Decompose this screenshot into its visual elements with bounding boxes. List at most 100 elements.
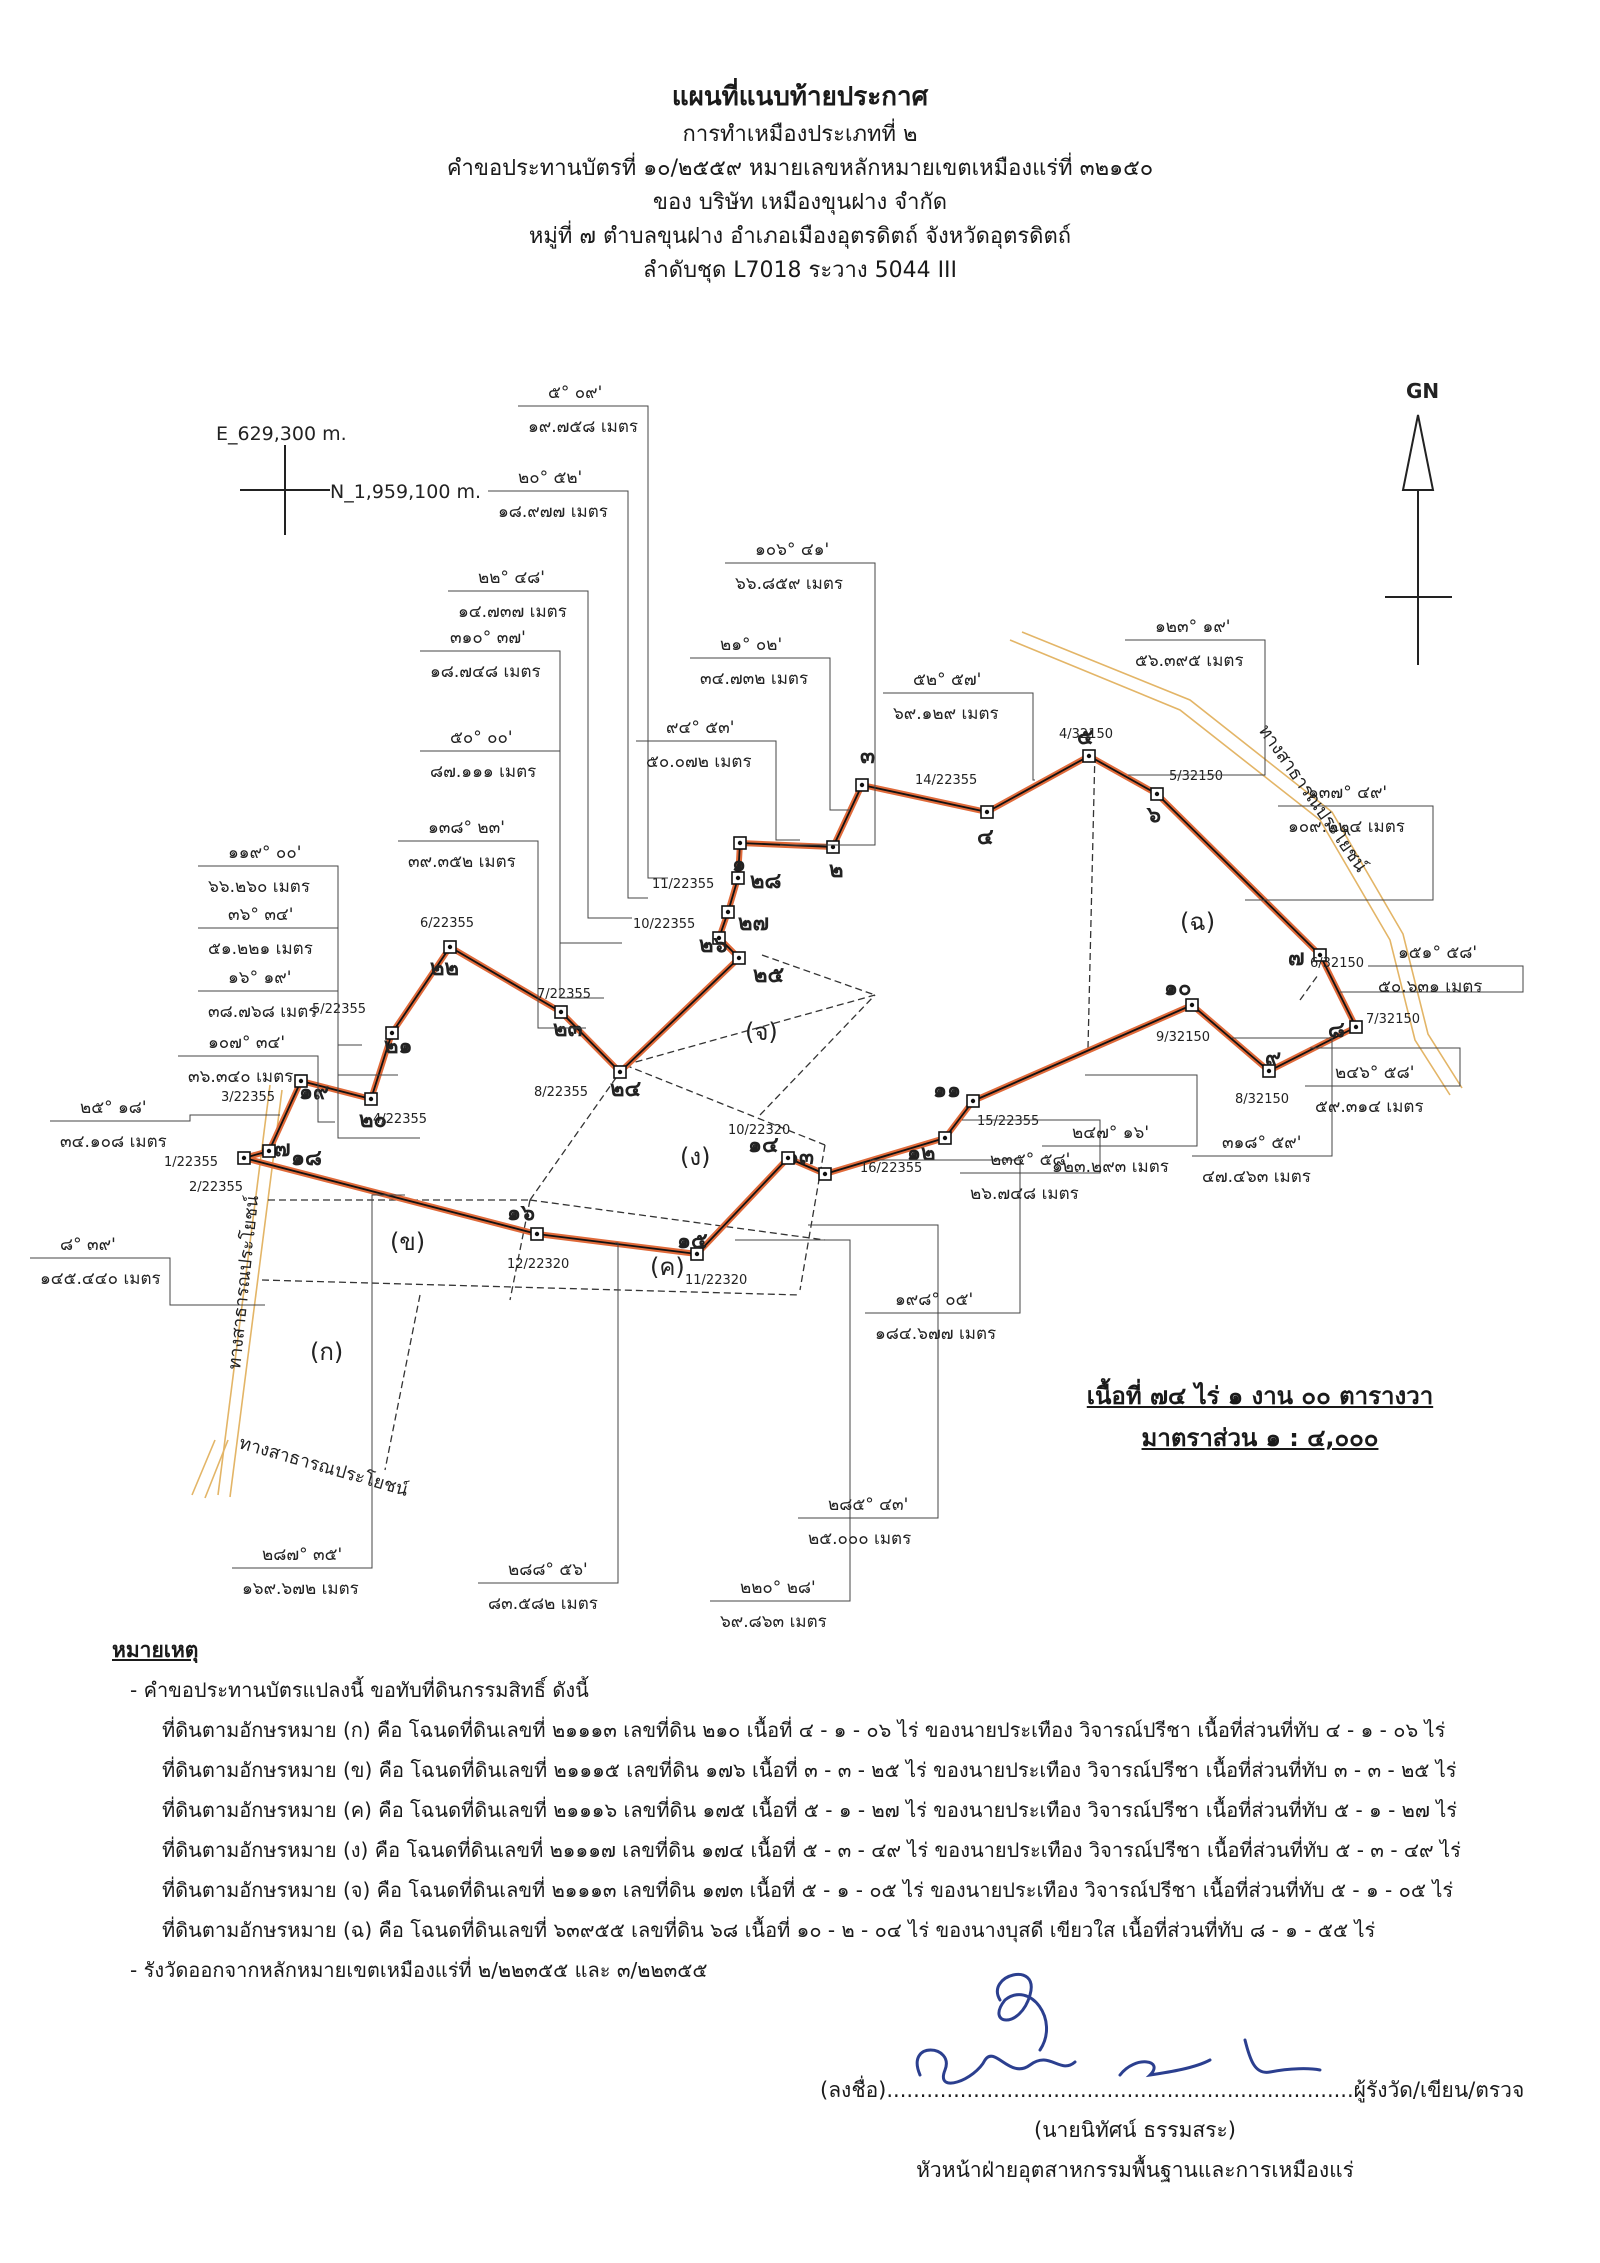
bearing-distance: ๘๓.๕๘๒ เมตร [488,1594,598,1614]
survey-marker: ๒๔8/22355 [534,1065,642,1102]
bearing-leader [798,1224,939,1519]
bearing-angle: ๒๔๗° ๑๖' [1072,1123,1149,1143]
marker-number: ๒๖ [699,933,728,958]
bearing-distance: ๘๗.๑๑๑ เมตร [430,762,536,782]
marker-number: ๑๘ [291,1146,322,1171]
marker-code: 11/22355 [652,877,714,892]
map-sheet-line: ลำดับชุด L7018 ระวาง 5044 III [642,258,958,283]
bearing-label: ๕๒° ๕๗'๖๙.๑๒๙ เมตร [893,670,999,724]
signature-block: (ลงชื่อ)................................… [820,2070,1524,2190]
marker-code: 8/22355 [534,1085,588,1100]
note-row-kho: ที่ดินตามอักษรหมาย (ข) คือ โฉนดที่ดินเลข… [162,1758,1457,1782]
bearing-distance: ๑๐๙.๒๒๔ เมตร [1288,817,1405,837]
map-scale: มาตราส่วน ๑ : ๔,๐๐๐ [1141,1424,1379,1452]
bearing-angle: ๙๔° ๕๓' [666,718,734,738]
marker-number: ๒๒ [430,956,459,981]
bearing-angle: ๒๒° ๔๘' [478,568,545,588]
bearing-label: ๒๒๐° ๒๘'๖๙.๘๖๓ เมตร [720,1578,827,1632]
marker-code: 4/32150 [1059,727,1113,742]
north-label: GN [1406,379,1439,403]
marker-number: ๑๕ [677,1229,708,1254]
bearing-distance: ๑๖๙.๖๗๒ เมตร [242,1579,359,1599]
note-row-kho-khwai: ที่ดินตามอักษรหมาย (ค) คือ โฉนดที่ดินเลข… [162,1798,1458,1822]
marker-dot [859,782,865,788]
bearing-leader [478,1242,619,1584]
bearing-label: ๕° ๐๙'๑๙.๗๕๘ เมตร [528,383,638,437]
bearing-leader [883,692,1035,781]
bearing-label: ๘° ๓๙'๑๔๕.๔๔๐ เมตร [40,1235,161,1289]
bearing-leader [1042,1074,1198,1147]
bearing-leader [1192,1037,1333,1157]
notes-section: หมายเหตุ - คำขอประทานบัตรแปลงนี้ ขอทับที… [112,1630,1512,1990]
bearing-label: ๑๕๑° ๕๘'๕๐.๖๓๑ เมตร [1378,943,1482,997]
parcel-letters: (ก) (ข) (ค) (ง) (จ) (ฉ) [310,908,1215,1366]
marker-code: 10/22355 [633,917,695,932]
marker-number: ๙ [1265,1046,1281,1071]
marker-code: 14/22355 [915,773,977,788]
marker-code: 5/32150 [1169,769,1223,784]
survey-marker: ๒๕ [732,951,785,988]
parcel-label-cho: (จ) [745,1018,778,1046]
bearing-leader [30,1257,265,1306]
marker-dot [1154,791,1160,797]
bearing-leader [636,740,800,841]
marker-dot [241,1155,247,1161]
marker-code: 8/32150 [1235,1092,1289,1107]
bearing-angle: ๒๓๕° ๕๘' [990,1150,1070,1170]
bearing-distance: ๕๖.๓๙๕ เมตร [1135,651,1244,671]
marker-code: 3/22355 [221,1090,275,1105]
bearing-leader [1245,805,1434,901]
marker-dot [1086,753,1092,759]
bearing-leader [420,750,604,999]
marker-number: ๔ [977,825,994,850]
note-row-cho: ที่ดินตามอักษรหมาย (จ) คือ โฉนดที่ดินเลข… [162,1878,1454,1902]
bearing-leaders [30,405,1524,1602]
bearing-distance: ๒๖.๗๔๘ เมตร [970,1184,1079,1204]
marker-number: ๒ [829,858,844,883]
marker-code: 7/32150 [1366,1012,1420,1027]
marker-dot [266,1148,272,1154]
marker-number: ๗ [1288,946,1305,971]
marker-dot [389,1030,395,1036]
marker-dot [785,1155,791,1161]
marker-dot [1189,1002,1195,1008]
mining-type-line: การทำเหมืองประเภทที่ ๒ [682,122,918,147]
bearing-distance: ๒๕.๐๐๐ เมตร [808,1529,911,1549]
bearing-distance: ๖๙.๘๖๓ เมตร [720,1612,827,1632]
area-size: เนื้อที่ ๗๔ ไร่ ๑ งาน ๐๐ ตารางวา [1086,1382,1434,1410]
bearing-leader [198,990,362,1046]
survey-marker: ๑๙ 3/22355 [221,1074,329,1105]
bearing-label: ๒๕° ๑๘'๓๔.๑๐๘ เมตร [60,1098,167,1152]
bearing-angle: ๘° ๓๙' [60,1235,116,1255]
company-line: ของ บริษัท เหมืองขุนฝาง จำกัด [652,190,948,215]
marker-code: 6/22355 [420,916,474,931]
marker-code: 9/32150 [1156,1030,1210,1045]
bearing-angle: ๑๒๓° ๑๙' [1155,617,1230,637]
bearing-angle: ๕๐° ๐๐' [450,728,513,748]
marker-number: ๒๕ [753,963,785,988]
marker-dot [822,1171,828,1177]
note-row-chho: ที่ดินตามอักษรหมาย (ฉ) คือ โฉนดที่ดินเลข… [162,1918,1376,1942]
marker-dot [736,955,742,961]
bearing-leader [232,1194,405,1569]
bearing-label: ๒๓๕° ๕๘' ๒๖.๗๔๘ เมตร [970,1150,1079,1204]
marker-dot [716,935,722,941]
marker-dot [725,909,731,915]
bearing-angle: ๕๒° ๕๗' [913,670,981,690]
bearing-distance: ๕๙.๓๑๔ เมตร [1315,1097,1424,1117]
bearing-leader [50,1114,280,1122]
marker-dot [830,844,836,850]
marker-dot [984,809,990,815]
bearing-label: ๑๐๗° ๓๔'๓๖.๓๔๐ เมตร [188,1033,293,1087]
notes-intro: - คำขอประทานบัตรแปลงนี้ ขอทับที่ดินกรรมส… [130,1678,589,1702]
bearing-label: ๙๔° ๕๓'๕๐.๐๗๒ เมตร [646,718,752,772]
north-arrow-icon: GN [1385,379,1452,665]
bearing-distance: ๑๘.๙๗๗ เมตร [498,502,608,522]
marker-number: ๒๓ [553,1017,583,1042]
marker-number: ๑๙ [299,1080,329,1105]
